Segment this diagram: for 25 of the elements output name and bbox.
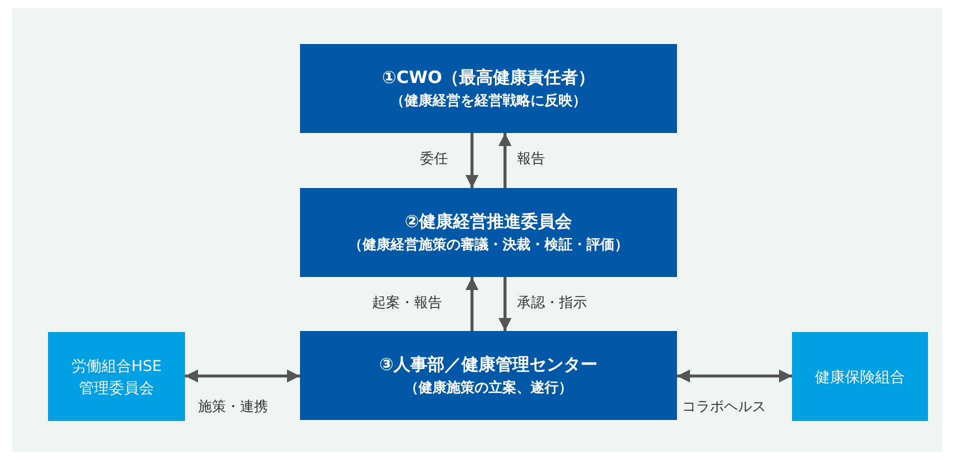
- edge-label: 報告: [517, 150, 545, 168]
- organization-box: [792, 332, 928, 421]
- arrow: [466, 277, 478, 331]
- box-title: ①CWO（最高健康責任者）: [382, 66, 596, 90]
- box-title: 労働組合HSE管理委員会: [70, 356, 163, 398]
- box-title: 健康保険組合: [815, 366, 905, 388]
- box-subtitle: （健康経営施策の審議・決裁・検証・評価）: [348, 236, 628, 254]
- box-subtitle: （健康経営を経営戦略に反映）: [390, 92, 586, 110]
- edge-label: コラボヘルス: [682, 398, 766, 416]
- box-title: ②健康経営推進委員会: [404, 210, 572, 234]
- process-box: [300, 331, 677, 420]
- edge-label: 起案・報告: [372, 294, 442, 312]
- arrow: [466, 133, 478, 188]
- edge-label: 承認・指示: [517, 294, 587, 312]
- edge-label: 委任: [420, 150, 448, 168]
- box-title: ③人事部／健康管理センター: [379, 354, 598, 376]
- box-subtitle: （健康施策の立案、遂行）: [404, 378, 572, 398]
- arrow: [677, 370, 792, 382]
- arrow: [498, 133, 512, 188]
- arrow: [185, 370, 300, 382]
- process-box: [300, 188, 677, 277]
- organization-box: [48, 332, 185, 421]
- arrow: [498, 277, 512, 331]
- edge-label: 施策・連携: [198, 398, 268, 416]
- process-box: [300, 44, 677, 133]
